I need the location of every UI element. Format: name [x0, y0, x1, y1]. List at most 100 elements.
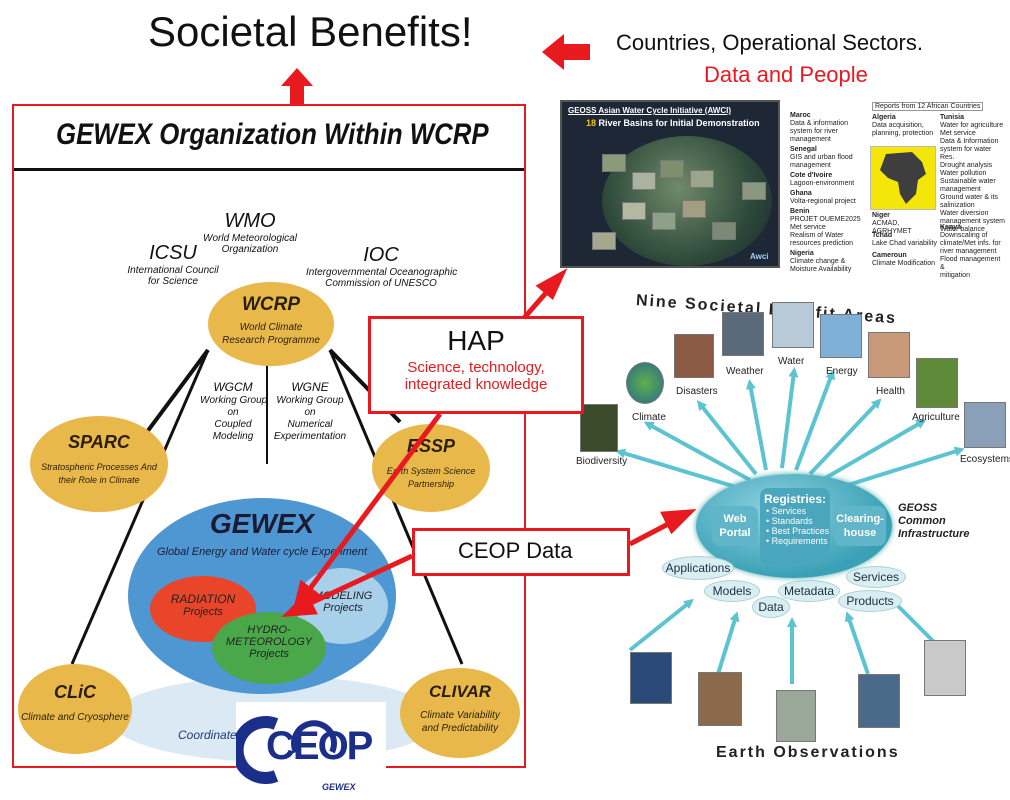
bubble-models: Models [704, 580, 760, 602]
country-tchad-i0: Lake Chad variability [872, 240, 937, 247]
header-left-arrow [542, 34, 590, 70]
wcrp-abbr: WCRP [241, 294, 301, 315]
country-niger-i0: ACMAD, AGRHYMET [872, 220, 912, 235]
awci-thumb-7 [682, 200, 706, 218]
sba-photo-disasters [674, 334, 714, 378]
country-tunisia-i8: Ground water & its [940, 194, 998, 201]
wgne-abbr: WGNE [291, 380, 329, 394]
country-cote-i0: Lagoon-environment [790, 180, 855, 187]
awci-thumb-2 [632, 172, 656, 190]
web-portal-box: Web Portal [712, 506, 758, 546]
sba-climate: Climate [632, 412, 666, 423]
sba-agriculture: Agriculture [912, 412, 960, 423]
country-nigeria-name: Nigeria [790, 250, 814, 257]
country-ghana-name: Ghana [790, 190, 812, 197]
bubble-applications: Applications [662, 556, 734, 580]
country-senegal-i1: management [790, 162, 831, 169]
clic-abbr: CLiC [54, 682, 96, 702]
hap-line2: integrated knowledge [404, 376, 548, 393]
country-tunisia-i2: Data & Information [940, 138, 999, 145]
header-right-line1: Countries, Operational Sectors. [616, 30, 923, 55]
registries-box: Registries: • Services • Standards • Bes… [760, 488, 830, 564]
country-ghana-i0: Volta-regional project [790, 198, 856, 205]
bubble-models-label: Models [712, 584, 752, 598]
hydro-oval: HYDRO- METEOROLOGY Projects [212, 612, 326, 684]
radiation-l1: RADIATION [170, 592, 236, 606]
registries-item-2-text: Best Practices [771, 526, 830, 536]
web-portal-label: Web Portal [719, 513, 751, 539]
wgcm-l2: on [227, 407, 239, 418]
sparc-abbr: SPARC [68, 432, 130, 452]
awci-thumb-1 [602, 154, 626, 172]
bubble-data-label: Data [758, 600, 784, 614]
wmo-abbr: WMO [224, 210, 276, 232]
country-senegal-name: Senegal [790, 146, 817, 153]
teal-arrows [615, 367, 965, 684]
registries-item-1-text: Standards [771, 516, 813, 526]
sba-photo-ecosystems [964, 402, 1006, 448]
modeling-l2: Projects [323, 602, 363, 614]
ceop-data-box [412, 528, 630, 576]
country-tunisia-i6: Sustainable water [940, 178, 996, 185]
sparc-name1: Stratospheric Processes And [41, 462, 157, 472]
country-benin-i3: resources prediction [790, 240, 854, 247]
country-kenya-i4: mitigation [940, 272, 970, 279]
country-kenya-i3: Flood management & [940, 256, 1001, 271]
awci-badge: Awci [750, 252, 769, 261]
wmo-name1: World Meteorological [203, 233, 297, 244]
page-title: Societal Benefits! [148, 8, 473, 55]
header-right-line2: Data and People [704, 62, 868, 87]
country-nigeria-i1: Moisture Availability [790, 266, 852, 273]
awci-thumb-6 [652, 212, 676, 230]
wmo-block: WMO World Meteorological Organization [190, 210, 310, 255]
hap-title: HAP [447, 325, 505, 356]
country-nigeria-i0: Climate change & [790, 258, 846, 265]
hydro-l2: METEOROLOGY [225, 636, 313, 648]
geoss-infra-l3: Infrastructure [898, 528, 970, 540]
bubble-metadata: Metadata [778, 580, 840, 602]
country-benin-i0: PROJET OUEME2025 [790, 216, 861, 223]
awci-thumb-4 [690, 170, 714, 188]
gewex-name: Global Energy and Water cycle Experiment [156, 546, 368, 558]
bubble-products-label: Products [846, 594, 894, 608]
country-kenya-i2: river management [940, 248, 997, 255]
ceop-logo-graphic [236, 716, 337, 784]
sba-health: Health [876, 386, 905, 397]
coordinated-label: Coordinated [178, 728, 244, 742]
wcrp-oval: WCRP World Climate Research Programme [208, 282, 334, 366]
gewex-org-title: GEWEX Organization Within WCRP [56, 118, 489, 151]
sba-photo-water [772, 302, 814, 348]
registries-item-2: • Best Practices [766, 526, 830, 536]
country-tunisia-i12: Water balance [940, 226, 985, 233]
ceop-logo-text: CEOP [266, 724, 373, 768]
sparc-oval: SPARC Stratospheric Processes And their … [30, 416, 168, 512]
clic-oval: CLiC Climate and Cryosphere [18, 664, 132, 754]
eo-photo-satellite [630, 652, 672, 704]
country-tunisia-i11: management system [940, 218, 1005, 225]
sba-photo-agriculture [916, 358, 958, 408]
eo-photo-aircraft [698, 672, 742, 726]
wmo-name2: Organization [221, 244, 279, 255]
registries-item-1: • Standards [766, 516, 813, 526]
awci-subtitle-line: 18 River Basins for Initial Demonstratio… [586, 118, 760, 128]
wgne-block: WGNE Working Group on Numerical Experime… [270, 380, 350, 443]
sba-energy: Energy [826, 366, 858, 377]
sparc-name2: their Role in Climate [58, 475, 140, 485]
country-tunisia-i10: Water diversion [940, 210, 989, 217]
country-maroc-i0: Data & information [790, 120, 848, 127]
clearinghouse-box: Clearing-house [834, 506, 886, 546]
geoss-infra-l2: Common [898, 515, 946, 527]
eo-photo-ship [858, 674, 900, 728]
awci-count: 18 [586, 118, 597, 128]
country-algeria-i1: planning, protection [872, 130, 934, 137]
wgcm-block: WGCM Working Group on Coupled Modeling [200, 380, 268, 443]
country-tunisia-i3: system for water Res. [940, 146, 992, 161]
ioc-block: IOC Intergovernmental Oceanographic Comm… [306, 244, 457, 289]
wgcm-l1: Working Group [200, 395, 268, 406]
